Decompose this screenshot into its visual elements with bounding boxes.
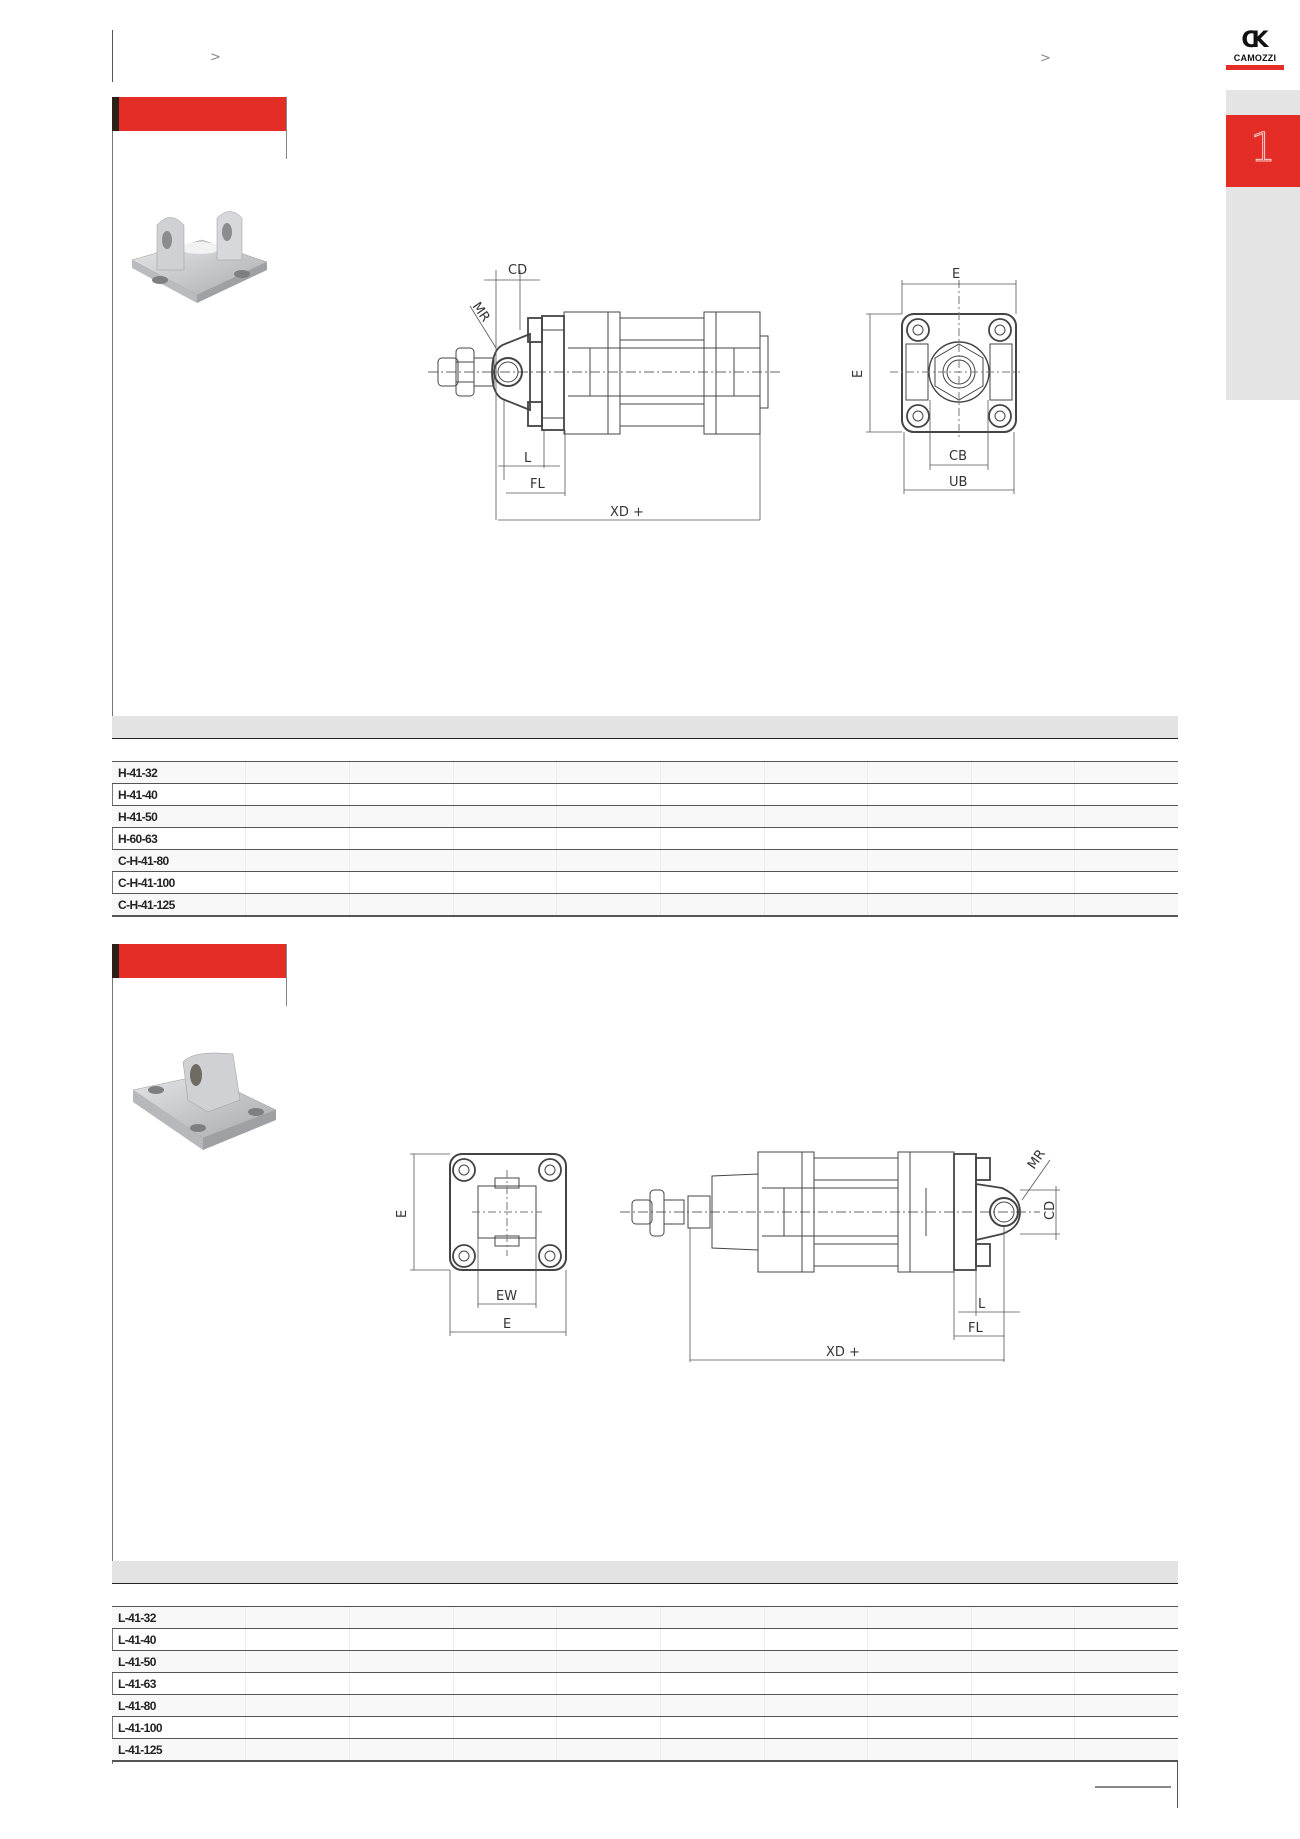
breadcrumb-arrow-left[interactable]: > <box>210 50 221 65</box>
dim-label-ew: EW <box>496 1289 517 1304</box>
chapter-number: 1 <box>1250 125 1276 172</box>
table-row[interactable]: L-41-100 <box>112 1716 1178 1738</box>
section-2-side-view-drawing: MR CD L FL XD + <box>620 1147 1060 1362</box>
dim-label-l: L <box>524 451 532 466</box>
dim-label-cb: CB <box>949 449 967 464</box>
dim-label-cd: CD <box>508 263 527 278</box>
table-row[interactable]: L-41-40 <box>112 1628 1178 1650</box>
table-row[interactable]: L-41-80 <box>112 1694 1178 1716</box>
section-2-header <box>112 944 287 978</box>
model-code: L-41-100 <box>118 1721 163 1735</box>
logo-underline <box>1226 65 1284 70</box>
dim-label-fl: FL <box>968 1321 983 1336</box>
dim-label-cd: CD <box>1043 1201 1058 1220</box>
model-code: H-41-32 <box>118 766 158 780</box>
dim-label-ub: UB <box>949 475 967 490</box>
dim-label-mr: MR <box>1025 1147 1049 1172</box>
model-code: L-41-40 <box>118 1633 156 1647</box>
dim-label-e-top: E <box>952 267 960 282</box>
model-code: H-41-40 <box>118 788 158 802</box>
dim-label-e-bottom: E <box>503 1317 511 1332</box>
table-row[interactable]: C-H-41-80 <box>112 849 1178 871</box>
table-header-row <box>112 1583 1178 1606</box>
model-code: C-H-41-80 <box>118 854 169 868</box>
table-header-row <box>112 738 1178 761</box>
model-code: L-41-50 <box>118 1655 156 1669</box>
section-2-dimensions-table: L-41-32 L-41-40 L-41-50 L-41-63 L-41-80 … <box>112 1561 1178 1762</box>
section-1-end-view-drawing: E E CB UB <box>851 267 1020 494</box>
dim-label-xd: XD + <box>610 505 644 520</box>
dim-label-l: L <box>978 1297 986 1312</box>
model-code: C-H-41-100 <box>118 876 175 890</box>
table-row[interactable]: C-H-41-125 <box>112 893 1178 917</box>
section-1-side-view-drawing: CD MR L FL XD + <box>428 263 780 521</box>
chapter-number-box: 1 <box>1226 115 1300 187</box>
model-code: C-H-41-125 <box>118 898 175 912</box>
model-code: H-60-63 <box>118 832 158 846</box>
table-row[interactable]: C-H-41-100 <box>112 871 1178 893</box>
footer-right-rule <box>1177 1760 1178 1808</box>
breadcrumb-arrow-right[interactable]: > <box>1040 51 1051 66</box>
header-left-rule <box>112 30 113 82</box>
table-row[interactable]: H-41-50 <box>112 805 1178 827</box>
section-header-marker <box>112 97 119 131</box>
table-row[interactable]: H-60-63 <box>112 827 1178 849</box>
camozzi-logo: CK CAMOZZI <box>1226 30 1284 70</box>
section-1-header-rule <box>286 97 287 159</box>
table-row[interactable]: L-41-125 <box>112 1738 1178 1762</box>
section-2-header-rule <box>286 944 287 1006</box>
footer-page-rule <box>1095 1786 1171 1788</box>
table-row[interactable]: H-41-32 <box>112 761 1178 783</box>
section-2-end-view-drawing: E EW E <box>395 1153 567 1336</box>
section-1-dimensions-table: H-41-32 H-41-40 H-41-50 H-60-63 C-H-41-8… <box>112 716 1178 917</box>
table-title-band <box>112 716 1178 738</box>
model-code: L-41-80 <box>118 1699 156 1713</box>
table-title-band <box>112 1561 1178 1583</box>
table-row[interactable]: L-41-63 <box>112 1672 1178 1694</box>
model-code: H-41-50 <box>118 810 158 824</box>
dim-label-e-left: E <box>851 370 866 378</box>
logo-name: CAMOZZI <box>1233 53 1277 63</box>
model-code: L-41-125 <box>118 1743 163 1757</box>
dim-label-xd: XD + <box>826 1345 860 1360</box>
chapter-side-tab[interactable]: 1 <box>1226 90 1300 400</box>
logo-mark-icon: CK <box>1241 28 1268 53</box>
section-header-marker <box>112 944 119 978</box>
section-1-header <box>112 97 287 131</box>
dim-label-e-left: E <box>395 1210 410 1218</box>
dim-label-fl: FL <box>530 477 545 492</box>
model-code: L-41-32 <box>118 1611 156 1625</box>
table-row[interactable]: L-41-50 <box>112 1650 1178 1672</box>
model-code: L-41-63 <box>118 1677 156 1691</box>
table-row[interactable]: L-41-32 <box>112 1606 1178 1628</box>
rear-hinge-single-bracket-photo <box>132 1052 277 1150</box>
section-1-left-rule <box>112 97 113 912</box>
dim-label-mr: MR <box>469 300 493 325</box>
section-2-left-rule <box>112 944 113 1764</box>
table-row[interactable]: H-41-40 <box>112 783 1178 805</box>
rear-hinge-bracket-photo <box>131 211 268 303</box>
